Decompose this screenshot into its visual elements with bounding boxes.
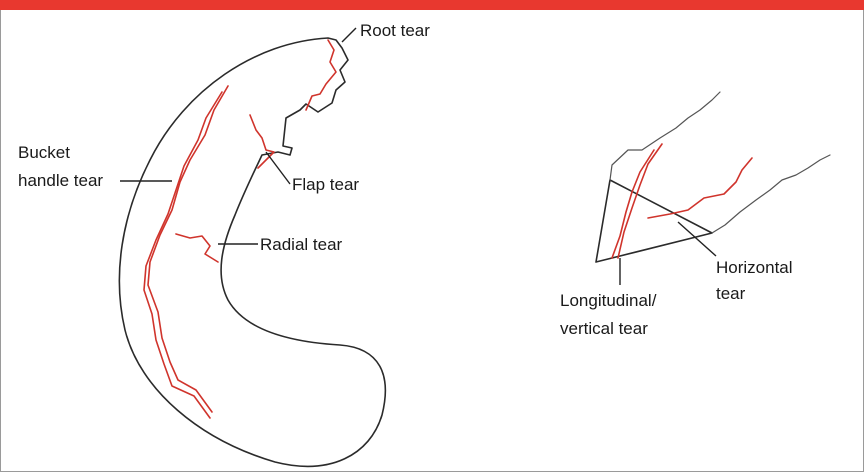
horizontal-tear-label-line2: tear xyxy=(716,284,746,303)
cross-section-wedge xyxy=(596,92,830,262)
horizontal-tear-leader xyxy=(678,222,716,256)
root-tear-line xyxy=(306,40,336,110)
flap-tear-leader xyxy=(266,152,290,184)
bucket-handle-tear-line-outer xyxy=(148,86,228,412)
radial-tear-line xyxy=(176,234,218,262)
bucket-handle-tear-line-inner xyxy=(144,92,222,418)
horizontal-tear-label-line1: Horizontal xyxy=(716,258,793,277)
root-tear-leader xyxy=(342,28,356,42)
radial-tear-label: Radial tear xyxy=(260,235,343,254)
flap-tear-line xyxy=(250,115,274,168)
flap-tear-label: Flap tear xyxy=(292,175,359,194)
longitudinal-tear-label-line1: Longitudinal/ xyxy=(560,291,657,310)
bucket-handle-tear-label-line2: handle tear xyxy=(18,171,103,190)
root-tear-label: Root tear xyxy=(360,21,430,40)
longitudinal-tear-line-1 xyxy=(618,144,662,258)
longitudinal-tear-label-line2: vertical tear xyxy=(560,319,648,338)
bucket-handle-tear-label-line1: Bucket xyxy=(18,143,70,162)
horizontal-tear-line xyxy=(648,158,752,218)
meniscus-outline xyxy=(119,38,385,466)
